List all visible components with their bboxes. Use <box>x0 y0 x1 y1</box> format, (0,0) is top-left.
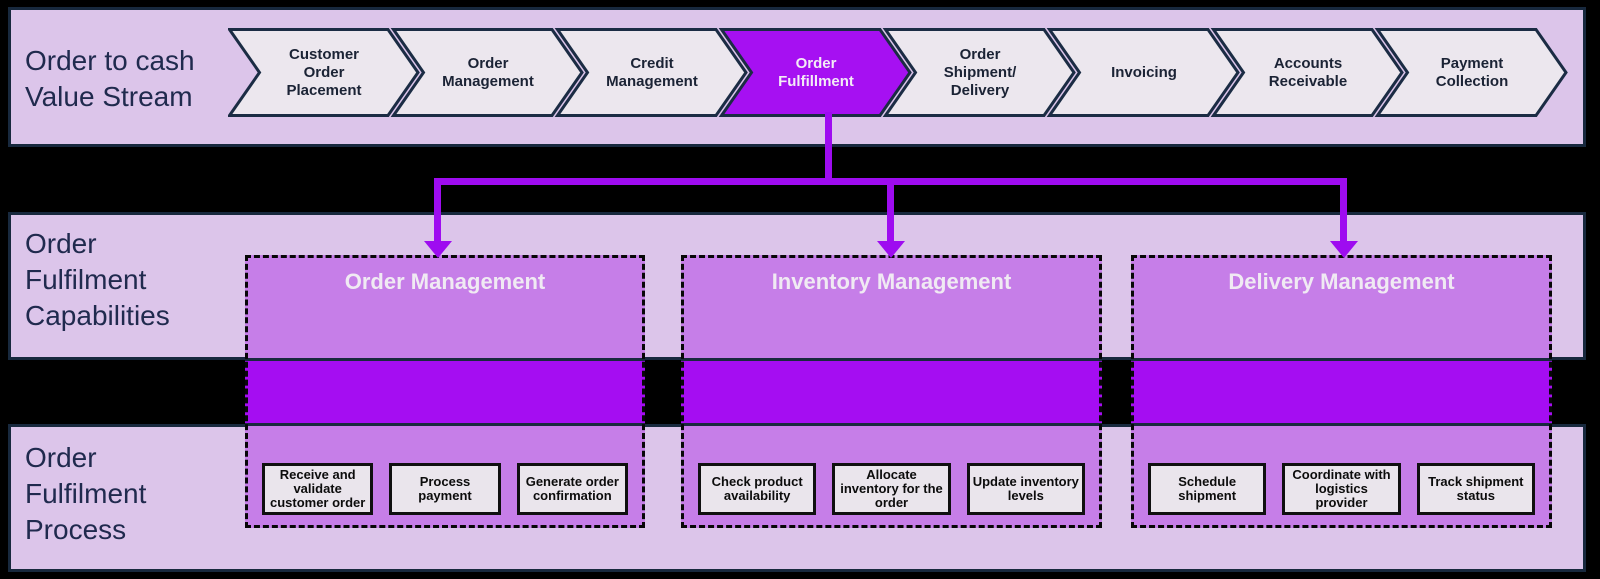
capability-title: Inventory Management <box>771 269 1012 294</box>
process-title: Order Fulfilment Process <box>25 442 147 545</box>
stage-chevron-6 <box>1046 28 1240 117</box>
arrow-down-icon <box>877 241 905 258</box>
process-step-box: Allocate inventory for the order <box>832 463 951 515</box>
connector-branch-line <box>434 178 1347 185</box>
process-step-box: Track shipment status <box>1416 463 1535 515</box>
process-steps-row: Schedule shipment Coordinate with logisti… <box>1134 463 1549 515</box>
process-step-box: Receive and validate customer order <box>262 463 374 515</box>
capability-title: Delivery Management <box>1228 269 1455 294</box>
connector-middle-line <box>887 183 894 243</box>
stage-chevron-3 <box>554 28 748 117</box>
process-step-box: Generate order confirmation <box>516 463 628 515</box>
capabilities-title: Order Fulfilment Capabilities <box>25 228 170 331</box>
capability-title: Order Management <box>344 269 546 294</box>
process-steps-row: Receive and validate customer order Proce… <box>248 463 642 515</box>
connector-stub-line <box>825 112 832 181</box>
value-stream-title: Order to cash Value Stream <box>25 45 195 112</box>
stage-chevron-7 <box>1210 28 1404 117</box>
process-step-box: Process payment <box>389 463 501 515</box>
connector-right-line <box>1340 183 1347 243</box>
process-step-box: Schedule shipment <box>1148 463 1267 515</box>
process-step-box: Check product availability <box>698 463 817 515</box>
process-steps-row: Check product availability Allocate inven… <box>684 463 1099 515</box>
stage-chevron-2 <box>390 28 584 117</box>
value-stream-chevrons <box>228 28 1568 117</box>
process-step-box: Coordinate with logistics provider <box>1282 463 1401 515</box>
stage-chevron-5 <box>882 28 1076 117</box>
arrow-down-icon <box>1330 241 1358 258</box>
arrow-down-icon <box>424 241 452 258</box>
process-step-box: Update inventory levels <box>966 463 1085 515</box>
stage-chevron-4 <box>718 28 912 117</box>
stage-chevron-8 <box>1374 28 1568 117</box>
connector-left-line <box>434 183 441 243</box>
stage-chevron-1 <box>228 28 420 117</box>
